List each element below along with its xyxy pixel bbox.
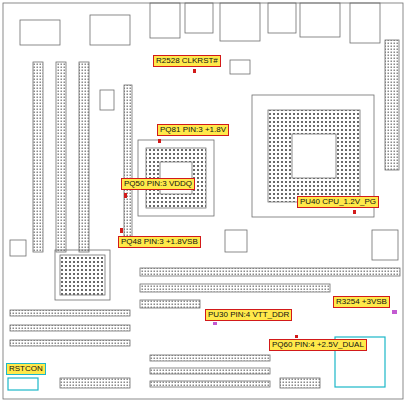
io-port (268, 3, 296, 33)
pci-slot (10, 325, 130, 331)
callout-box: PQ60 PIN:4 +2.5V_DUAL (269, 339, 367, 351)
io-port (350, 3, 380, 43)
pci-slot (150, 355, 270, 361)
callout-box: R3254 +3VSB (333, 296, 390, 308)
chip (10, 240, 26, 256)
callout-box: PQ50 PIN:3 VDDQ (121, 178, 195, 190)
callout-label: R2528 CLKRST# (156, 56, 218, 65)
expansion-slot (140, 284, 330, 292)
part-mark (158, 139, 161, 143)
callout-label: PQ81 PIN:3 +1.8V (160, 125, 226, 134)
power-connector (385, 40, 399, 170)
chip (20, 20, 60, 45)
chip (100, 90, 114, 110)
callout-label: PQ48 PIN:3 +1.8VSB (121, 237, 198, 246)
callout-box: PU30 PIN:4 VTT_DDR (205, 309, 292, 321)
callout-label: PQ50 PIN:3 VDDQ (124, 179, 192, 188)
callout-label: RSTCON (9, 364, 43, 373)
pci-slot (150, 368, 270, 374)
io-port (220, 3, 260, 41)
io-port (300, 3, 340, 37)
callout-box: RSTCON (6, 363, 46, 375)
southbridge (55, 250, 110, 300)
pci-slot (10, 310, 130, 316)
connector (372, 230, 398, 260)
agp-slot (124, 85, 132, 245)
chip (90, 15, 130, 45)
northbridge-center (292, 134, 336, 178)
callout-box: PU40 CPU_1.2V_PG (297, 196, 379, 208)
header (60, 378, 130, 388)
dimm-slot (79, 62, 89, 252)
part-mark (295, 335, 298, 338)
expansion-slot (140, 300, 200, 308)
callout-label: R3254 +3VSB (336, 297, 387, 306)
pci-slot (10, 340, 130, 346)
part-mark (353, 210, 356, 214)
part-mark (193, 69, 196, 73)
header (280, 378, 320, 388)
callout-label: PU30 PIN:4 VTT_DDR (208, 310, 289, 319)
callout-box: R2528 CLKRST# (153, 55, 221, 67)
southbridge-pins (60, 255, 105, 295)
io-port (150, 3, 180, 38)
dimm-slot (33, 62, 43, 252)
chip (230, 60, 250, 74)
callout-box: PQ81 PIN:3 +1.8V (157, 124, 229, 136)
dimm-slot (56, 62, 66, 252)
part-mark (124, 193, 127, 198)
expansion-slot (140, 268, 400, 276)
pci-slot (150, 381, 270, 387)
callout-box: PQ48 PIN:3 +1.8VSB (118, 236, 201, 248)
part-mark (120, 228, 123, 233)
callout-label: PQ60 PIN:4 +2.5V_DUAL (272, 340, 364, 349)
callout-label: PU40 CPU_1.2V_PG (300, 197, 376, 206)
part-mark (213, 322, 217, 325)
header-outline (8, 378, 38, 390)
chip (225, 230, 247, 252)
northbridge-pins (268, 110, 360, 202)
board-outline (3, 3, 403, 399)
io-port (185, 3, 213, 33)
part-mark (392, 310, 397, 314)
